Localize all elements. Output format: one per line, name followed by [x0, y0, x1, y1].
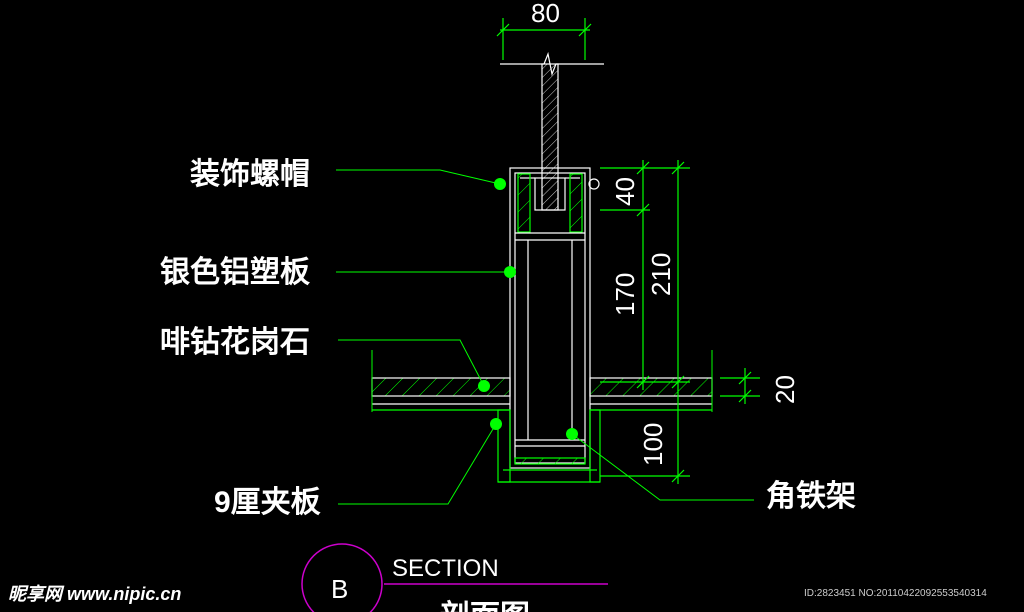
leader-dot [490, 418, 502, 430]
label-plywood-9mm: 9厘夹板 [214, 486, 321, 519]
section-subtitle: 剖面图 [440, 600, 530, 612]
leader-dot [494, 178, 506, 190]
label-angle-iron-frame: 角铁架 [766, 480, 856, 513]
leader-dots [478, 178, 578, 440]
dim-cap-height-text: 40 [610, 177, 640, 206]
section-circle [301, 543, 383, 612]
dim-embed-depth-text: 100 [638, 423, 668, 466]
label-silver-aluminum-panel: 银色铝塑板 [160, 256, 310, 289]
section-label: SECTION [392, 555, 499, 582]
dim-right [600, 160, 760, 484]
section-marker [301, 543, 608, 612]
leader-dot [504, 266, 516, 278]
glass-panel [541, 63, 559, 211]
base-frame [497, 409, 601, 483]
label-decorative-cap-nut: 装饰螺帽 [190, 158, 310, 191]
watermark-id: ID:2823451 NO:20110422092553540314 [804, 588, 987, 599]
leader-lines [336, 169, 754, 505]
leader-dot [478, 380, 490, 392]
dim-glass-width-text: 80 [531, 0, 560, 28]
leader-dot [566, 428, 578, 440]
floor-slab [371, 350, 713, 412]
label-coffee-diamond-granite: 啡钻花岗石 [160, 326, 310, 359]
dim-stone-thickness-text: 20 [770, 375, 800, 404]
section-marker-letter: B [331, 574, 348, 604]
cap-channel [509, 167, 600, 469]
dim-panel-height-text: 170 [610, 273, 640, 316]
dim-glass-width [496, 18, 592, 60]
dim-total-height-text: 210 [646, 253, 676, 296]
watermark-site: 昵享网 www.nipic.cn [8, 584, 181, 604]
